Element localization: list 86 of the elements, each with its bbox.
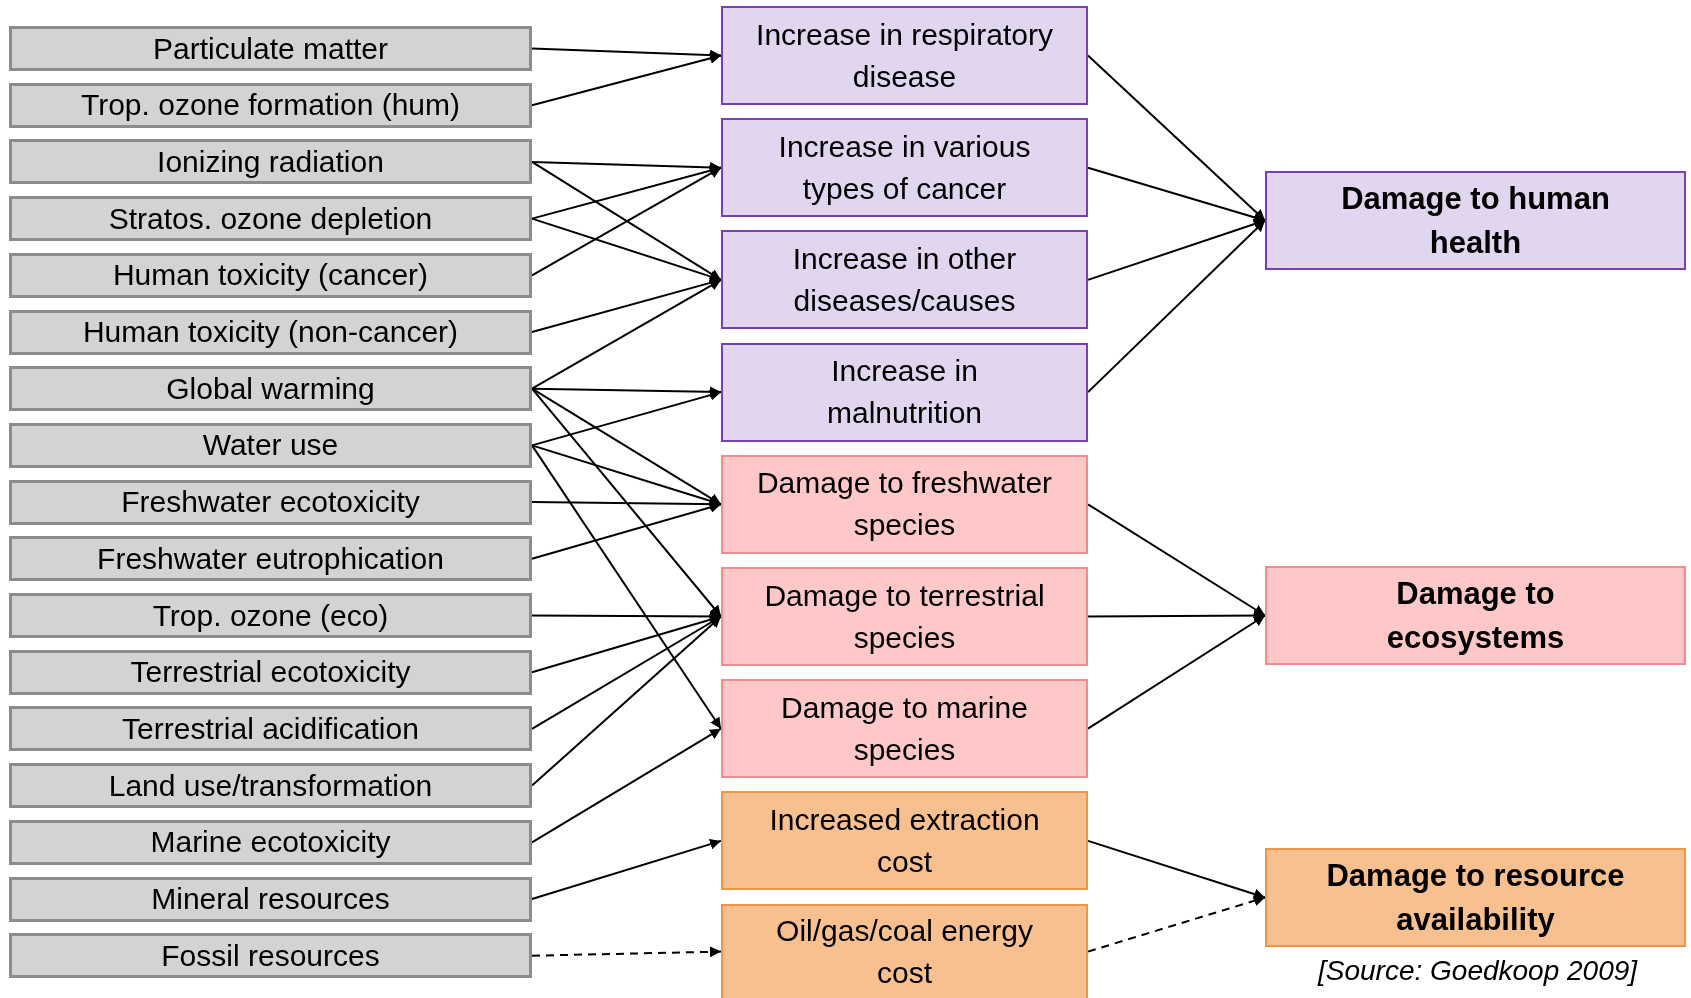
arrow xyxy=(1087,614,1266,730)
arrow xyxy=(531,727,722,844)
box-text: Terrestrial acidification xyxy=(122,710,419,747)
midpoint-box xyxy=(721,230,1088,330)
arrow xyxy=(1087,166,1266,223)
arrow xyxy=(531,165,722,220)
endpoint-box xyxy=(1265,171,1686,270)
arrow xyxy=(531,217,722,282)
category-box xyxy=(9,706,532,752)
box-text: Land use/transformation xyxy=(108,767,433,804)
midpoint-box xyxy=(721,454,1088,554)
category-box xyxy=(9,479,532,525)
endpoint-box xyxy=(1265,566,1686,665)
category-box xyxy=(9,819,532,865)
arrow xyxy=(1087,218,1266,281)
box-text: Stratos. ozone depletion xyxy=(108,200,433,237)
category-box xyxy=(9,139,532,185)
arrow xyxy=(531,610,722,622)
box-text: Damage to marine species xyxy=(780,689,1029,768)
midpoint-box xyxy=(721,791,1088,891)
arrow xyxy=(531,278,722,390)
arrow xyxy=(1087,895,1266,953)
box-text: Water use xyxy=(202,427,339,464)
category-box xyxy=(9,309,532,355)
arrow xyxy=(1087,54,1266,222)
arrow xyxy=(1087,503,1266,617)
arrow xyxy=(531,47,722,61)
box-text: Human toxicity (non-cancer) xyxy=(82,314,459,350)
midpoint-box xyxy=(721,903,1088,998)
box-text: Increase in various types of cancer xyxy=(777,128,1032,207)
box-text: Ionizing radiation xyxy=(157,143,384,180)
arrow xyxy=(531,444,722,730)
box-text: Increase in other diseases/causes xyxy=(791,240,1018,319)
box-text: Damage to resource availability xyxy=(1325,857,1626,939)
box-text: Fossil resources xyxy=(161,937,380,974)
box-text: Damage to human health xyxy=(1340,180,1611,262)
arrow xyxy=(1087,219,1266,394)
category-box xyxy=(9,763,532,809)
arrow xyxy=(531,838,722,900)
box-text: Damage to freshwater species xyxy=(755,465,1054,544)
category-box xyxy=(9,422,532,468)
category-box xyxy=(9,933,532,979)
box-text: Global warming xyxy=(166,370,375,407)
arrow xyxy=(531,615,722,787)
box-text: Damage to ecosystems xyxy=(1385,575,1566,657)
midpoint-box xyxy=(721,679,1088,779)
category-box xyxy=(9,26,532,71)
category-box xyxy=(9,876,532,922)
arrow xyxy=(531,387,722,618)
arrow xyxy=(531,946,722,958)
midpoint-box xyxy=(721,342,1088,442)
arrow xyxy=(1087,839,1266,900)
box-text: Trop. ozone (eco) xyxy=(152,597,389,634)
category-box xyxy=(9,366,532,412)
category-box xyxy=(9,252,532,298)
box-text: Terrestrial ecotoxicity xyxy=(130,654,411,691)
arrow xyxy=(531,389,722,447)
midpoint-box xyxy=(721,567,1088,666)
box-text: Increase in respiratory disease xyxy=(755,16,1054,95)
arrow xyxy=(531,386,722,398)
arrow xyxy=(1087,610,1266,622)
category-box xyxy=(9,649,532,695)
source-note: [Source: Goedkoop 2009] xyxy=(1318,955,1638,987)
arrow xyxy=(531,53,722,107)
midpoint-box xyxy=(721,118,1088,218)
box-text: Particulate matter xyxy=(152,30,389,67)
box-text: Damage to terrestrial species xyxy=(763,577,1046,656)
category-box xyxy=(9,82,532,128)
endpoint-box xyxy=(1265,848,1686,947)
box-text: Increased extraction cost xyxy=(768,801,1041,880)
category-box xyxy=(9,196,532,242)
box-text: Oil/gas/coal energy cost xyxy=(775,912,1034,991)
box-text: Increase in malnutrition xyxy=(825,353,984,432)
box-text: Marine ecotoxicity xyxy=(150,824,391,861)
arrow xyxy=(531,502,722,560)
arrow xyxy=(531,387,722,506)
box-text: Trop. ozone formation (hum) xyxy=(80,87,460,124)
box-text: Human toxicity (cancer) xyxy=(112,257,429,294)
arrow xyxy=(531,498,722,510)
midpoint-box xyxy=(721,6,1088,105)
category-box xyxy=(9,536,532,582)
category-box xyxy=(9,593,532,638)
box-text: Mineral resources xyxy=(151,881,390,917)
arrow xyxy=(531,160,722,173)
box-text: Freshwater ecotoxicity xyxy=(121,484,420,521)
box-text: Freshwater eutrophication xyxy=(97,540,444,577)
